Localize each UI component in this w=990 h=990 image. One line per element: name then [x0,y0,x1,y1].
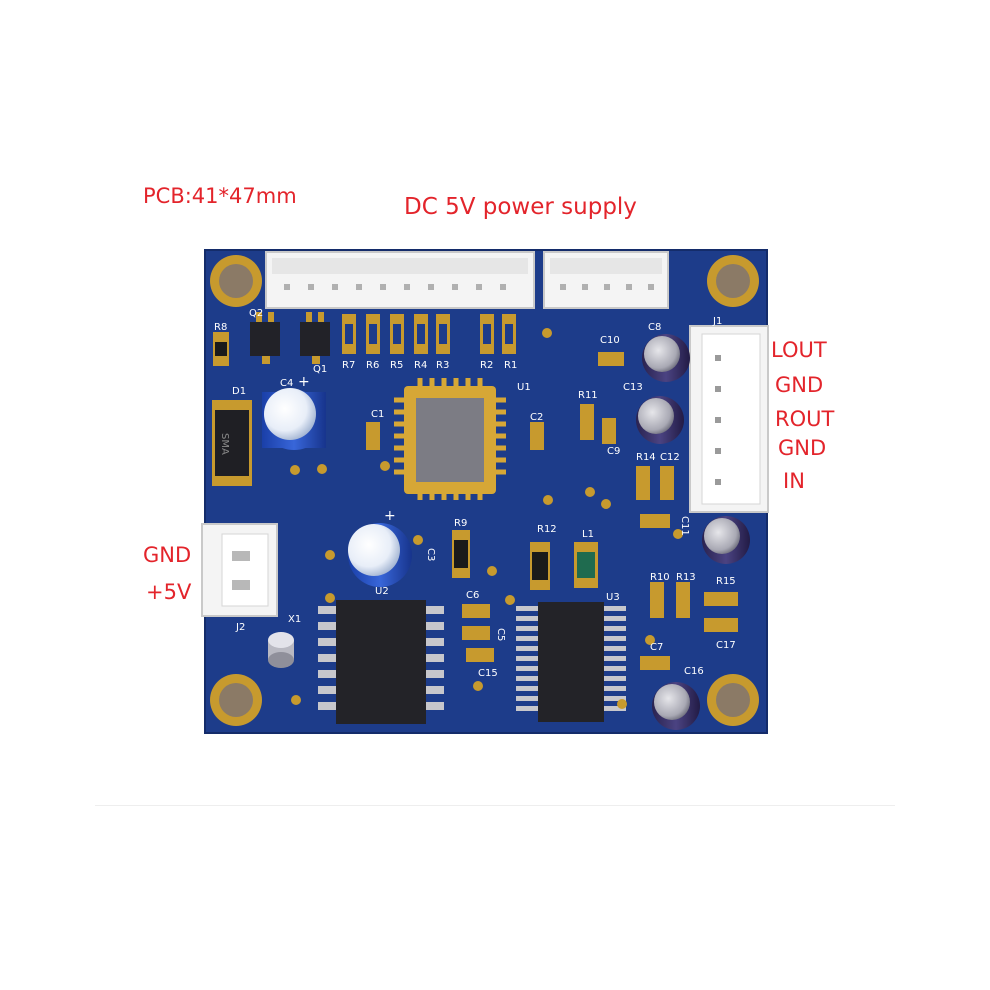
mounting-holes [210,255,759,726]
capacitors-c5-c6-c15 [462,604,494,662]
capacitors-c1-c2 [366,422,544,450]
pin-label-rout: ROUT [775,407,835,431]
inductor-l1 [574,542,598,588]
left-connector-j2 [201,523,278,617]
silk-r14: R14 [636,452,656,463]
right-connector-j1 [689,325,769,513]
pin-label-lout: LOUT [771,338,827,362]
vias [290,328,683,709]
capacitor-c4 [262,388,326,450]
silk-c13: C13 [623,382,643,393]
silk-c9: C9 [607,446,620,457]
silk-r4: R4 [414,360,427,371]
bottom-divider [95,805,895,806]
power-supply-label: DC 5V power supply [404,194,637,220]
silk-plus-c3: + [384,508,396,524]
silk-u2: U2 [375,586,389,597]
silk-r9: R9 [454,518,467,529]
silk-q2: Q2 [249,308,263,319]
silk-c8: C8 [648,322,661,333]
chip-u2 [318,600,444,724]
pin-label-gnd-power: GND [143,543,192,567]
smd-right [580,352,738,670]
silk-c15: C15 [478,668,498,679]
silk-c7: C7 [650,642,663,653]
pin-label-gnd-1: GND [775,373,824,397]
silk-c11: C11 [679,516,690,536]
capacitor-c3 [348,523,412,587]
crystal-x1 [268,632,294,668]
silk-j1: J1 [712,316,722,327]
capacitor-c8 [642,334,690,382]
silk-r12: R12 [537,524,557,535]
silk-c4: C4 [280,378,293,389]
resistor-r9 [452,530,470,578]
silk-c17: C17 [716,640,736,651]
silk-c5: C5 [495,628,506,641]
top-connector-10pin [265,251,535,309]
capacitor-c13 [636,396,684,444]
transistors [250,312,330,364]
silk-r11: R11 [578,390,598,401]
silk-r5: R5 [390,360,403,371]
silk-c10: C10 [600,335,620,346]
silk-plus-c4: + [298,374,310,390]
silk-r2: R2 [480,360,493,371]
silk-j2: J2 [235,622,245,633]
silk-c3: C3 [425,548,436,561]
silk-q1: Q1 [313,364,327,375]
capacitor-c11 [702,516,750,564]
silk-d1: D1 [232,386,246,397]
pin-label-in: IN [783,469,805,493]
pcb-size-label: PCB:41*47mm [143,184,297,208]
resistor-r8 [213,332,229,366]
silk-r10: R10 [650,572,670,583]
silk-c1: C1 [371,409,384,420]
silk-r7: R7 [342,360,355,371]
silk-sma: SMA [219,433,230,455]
silk-c12: C12 [660,452,680,463]
silk-r6: R6 [366,360,379,371]
silk-u3: U3 [606,592,620,603]
top-connector-5pin [543,251,669,309]
silk-r3: R3 [436,360,449,371]
pin-label-5v: +5V [146,580,192,604]
silk-x1: X1 [288,614,301,625]
silk-r13: R13 [676,572,696,583]
diode-d1 [212,400,252,486]
capacitor-c16 [652,682,700,730]
silk-c6: C6 [466,590,479,601]
chip-u3 [516,602,626,722]
silk-l1: L1 [582,529,594,540]
silk-r8: R8 [214,322,227,333]
silk-c2: C2 [530,412,543,423]
chip-u1 [394,378,506,500]
silk-c16: C16 [684,666,704,677]
silk-r15: R15 [716,576,736,587]
pin-label-gnd-2: GND [778,436,827,460]
resistor-r12 [530,542,550,590]
silk-r1: R1 [504,360,517,371]
silk-u1: U1 [517,382,531,393]
